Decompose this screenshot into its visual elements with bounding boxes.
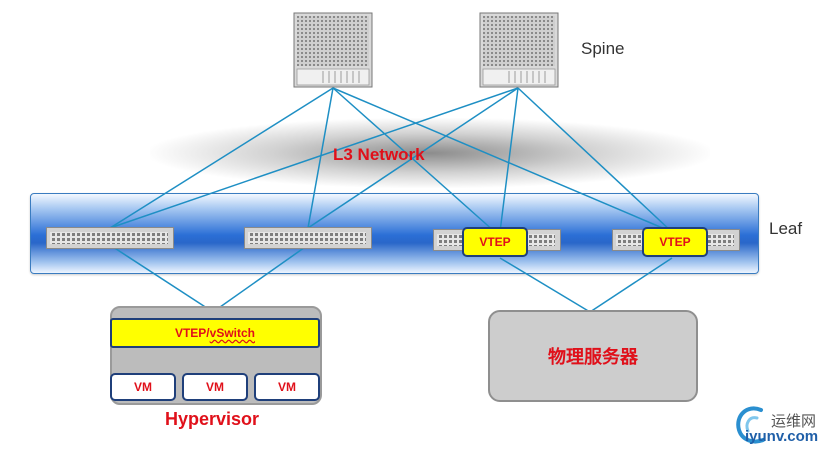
- watermark-site-url: iyunv.com: [745, 428, 819, 445]
- link-spine2-leaf2: [307, 87, 519, 229]
- link-spine1-leaf1: [109, 87, 334, 229]
- vtep-vswitch-box: VTEP/vSwitch: [110, 318, 320, 348]
- spine-switch-2-icon: [479, 12, 559, 88]
- link-spine2-leaf1: [109, 87, 519, 229]
- watermark-logo-icon: [736, 406, 765, 444]
- link-leaf3-server: [499, 257, 591, 313]
- link-spine1-leaf4: [332, 87, 673, 233]
- link-leaf1-hypervisor: [109, 244, 214, 313]
- leaf-vtep-2: VTEP: [642, 227, 708, 257]
- leaf-label: Leaf: [769, 219, 803, 238]
- vm-box-3: VM: [254, 373, 320, 401]
- link-leaf2-hypervisor: [212, 244, 309, 313]
- spine-switch-1-icon: [293, 12, 373, 88]
- link-leaf4-server: [589, 257, 673, 313]
- vswitch-name: vSwitch: [209, 326, 256, 340]
- link-spine2-leaf3: [499, 87, 519, 233]
- hypervisor-label: Hypervisor: [165, 409, 260, 429]
- vm-box-1: VM: [110, 373, 176, 401]
- spine-label: Spine: [581, 39, 625, 58]
- leaf-switch-2-icon: [244, 227, 372, 249]
- leaf-vtep-1: VTEP: [462, 227, 528, 257]
- link-spine1-leaf3: [332, 87, 496, 233]
- link-spine1-leaf2: [307, 87, 334, 229]
- physical-server-box: 物理服务器: [488, 310, 698, 402]
- l3-network-label: L3 Network: [333, 145, 425, 164]
- vm-box-2: VM: [182, 373, 248, 401]
- vswitch-prefix: VTEP/: [174, 326, 210, 340]
- physical-server-label: 物理服务器: [548, 347, 638, 368]
- leaf-switch-1-icon: [46, 227, 174, 249]
- watermark-site-name: 运维网: [771, 412, 817, 430]
- link-spine2-leaf4: [517, 87, 673, 233]
